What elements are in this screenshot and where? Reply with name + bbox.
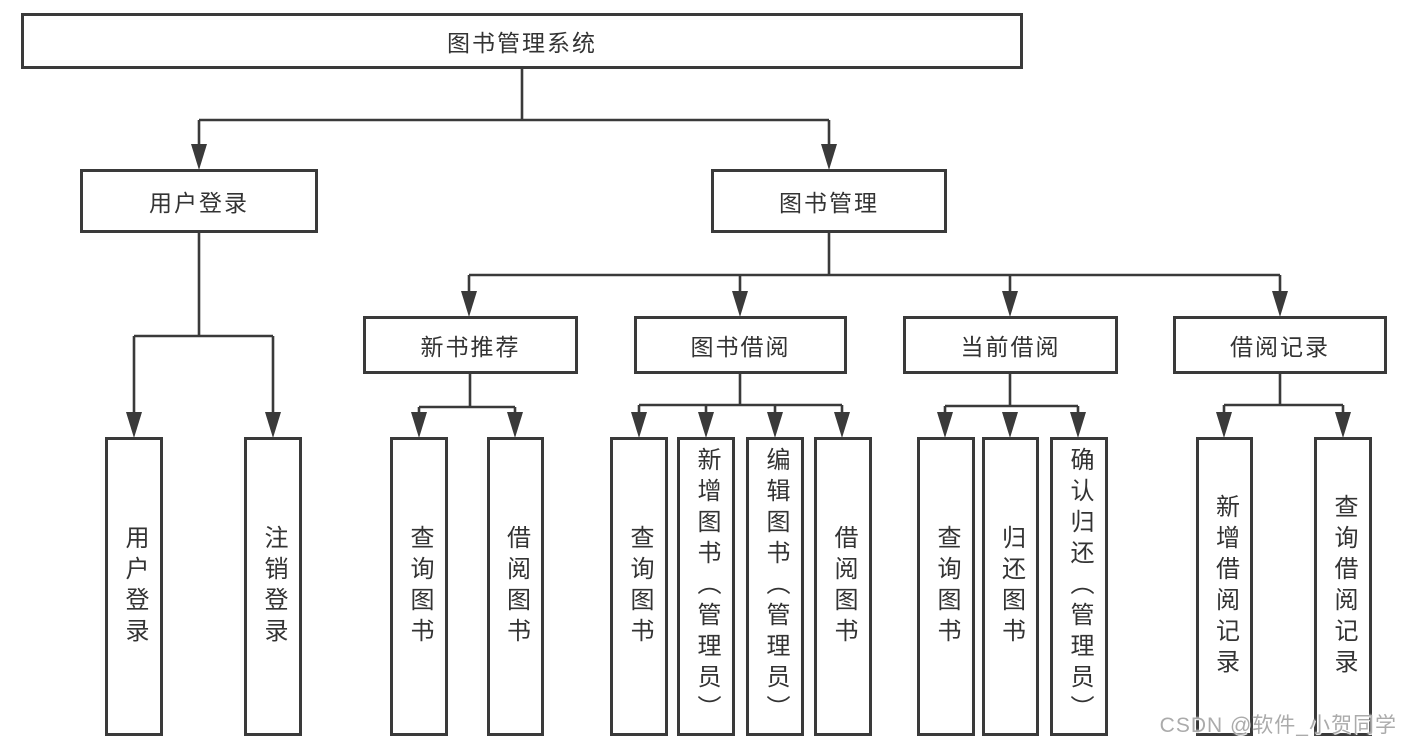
node-current-borrowing: 当前借阅	[903, 316, 1118, 374]
node-label: 借阅图书	[830, 524, 857, 649]
node-label: 图书管理	[779, 190, 879, 216]
node-label: 归还图书	[997, 524, 1025, 649]
node-label: 借阅图书	[502, 524, 530, 649]
node-label: 查询借阅记录	[1330, 493, 1357, 680]
node-library-management-system: 图书管理系统	[21, 13, 1023, 69]
node-label: 确认归还（管理员）	[1066, 447, 1093, 726]
node-label: 图书借阅	[690, 334, 791, 360]
arrowhead	[937, 412, 953, 438]
connector-book-management-to-level3	[461, 233, 1288, 317]
arrowhead	[1335, 412, 1351, 438]
node-new-book-recommendation: 新书推荐	[363, 316, 578, 374]
node-label: 查询图书	[626, 524, 653, 649]
connector-user-login-to-children	[126, 233, 281, 438]
node-leaf-add-books-admin: 新增图书（管理员）	[677, 437, 735, 736]
arrowhead	[698, 412, 714, 438]
node-leaf-query-books-borrow: 查询图书	[610, 437, 668, 736]
node-book-borrowing: 图书借阅	[634, 316, 847, 374]
connector-book-borrow-to-children	[631, 374, 850, 438]
node-label: 查询图书	[933, 524, 960, 649]
node-borrowing-records: 借阅记录	[1173, 316, 1387, 374]
node-label: 用户登录	[149, 190, 249, 216]
arrowhead	[507, 412, 523, 438]
arrowhead	[767, 412, 783, 438]
connector-root-to-level2	[191, 69, 837, 170]
node-label: 新书推荐	[420, 334, 521, 360]
connector-current-borrow-to-children	[937, 374, 1086, 438]
node-leaf-borrow-books: 借阅图书	[814, 437, 872, 736]
node-leaf-edit-books-admin: 编辑图书（管理员）	[746, 437, 804, 736]
node-leaf-borrow-books-rec: 借阅图书	[487, 437, 544, 736]
arrowhead	[1002, 412, 1018, 438]
csdn-watermark: CSDN @软件_小贺同学	[1159, 714, 1397, 737]
node-label: 用户登录	[121, 524, 148, 649]
connector-borrow-records-to-children	[1216, 374, 1351, 438]
node-label: 编辑图书（管理员）	[762, 447, 789, 726]
node-label: 注销登录	[260, 524, 287, 649]
node-label: 查询图书	[406, 524, 433, 649]
arrowhead	[126, 412, 142, 438]
node-label: 图书管理系统	[447, 30, 597, 56]
node-leaf-add-borrow-record: 新增借阅记录	[1196, 437, 1253, 736]
arrowhead	[821, 144, 837, 170]
node-label: 当前借阅	[960, 334, 1061, 360]
arrowhead	[265, 412, 281, 438]
node-label: 新增借阅记录	[1211, 493, 1239, 680]
node-label: 借阅记录	[1230, 334, 1330, 360]
node-leaf-user-login: 用户登录	[105, 437, 163, 736]
node-leaf-logout: 注销登录	[244, 437, 302, 736]
node-book-management: 图书管理	[711, 169, 947, 233]
arrowhead	[631, 412, 647, 438]
node-label: 新增图书（管理员）	[693, 447, 720, 726]
arrowhead	[1070, 412, 1086, 438]
node-user-login: 用户登录	[80, 169, 318, 233]
arrowhead	[834, 412, 850, 438]
arrowhead	[1272, 291, 1288, 317]
node-leaf-return-books: 归还图书	[982, 437, 1039, 736]
node-leaf-query-books-rec: 查询图书	[390, 437, 448, 736]
arrowhead	[191, 144, 207, 170]
node-leaf-confirm-return-admin: 确认归还（管理员）	[1050, 437, 1108, 736]
arrowhead	[1216, 412, 1232, 438]
connector-new-book-rec-to-children	[411, 374, 523, 438]
arrowhead	[461, 291, 477, 317]
node-leaf-query-borrow-record: 查询借阅记录	[1314, 437, 1372, 736]
arrowhead	[1002, 291, 1018, 317]
node-leaf-query-books-current: 查询图书	[917, 437, 975, 736]
arrowhead	[411, 412, 427, 438]
arrowhead	[732, 291, 748, 317]
